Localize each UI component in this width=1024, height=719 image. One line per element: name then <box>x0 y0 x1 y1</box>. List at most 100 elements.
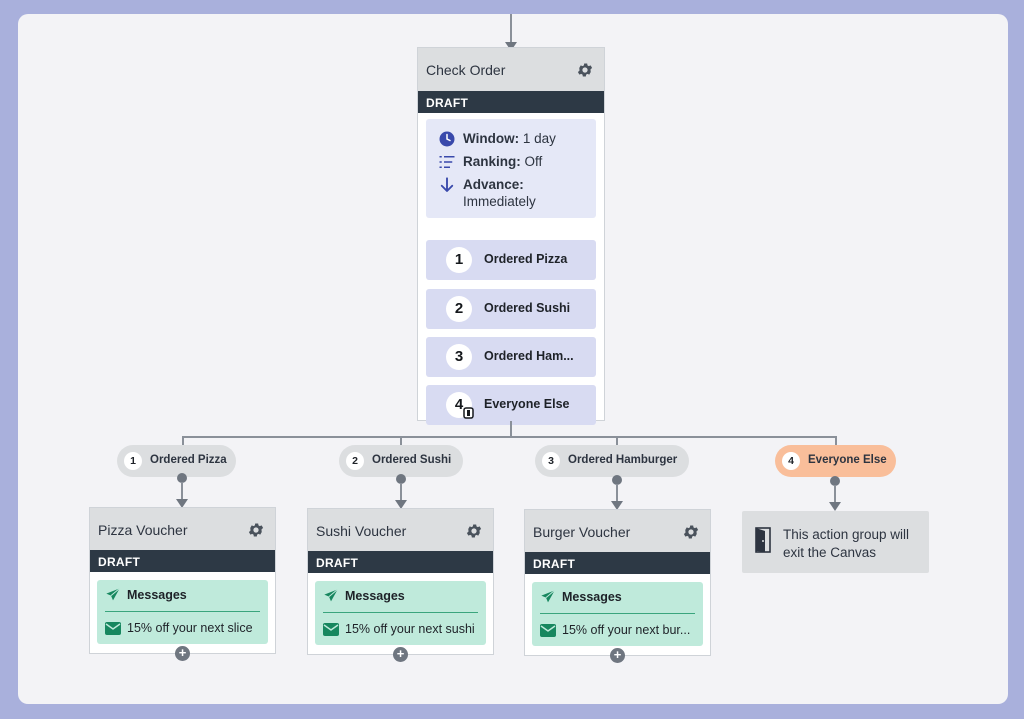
advance-label: Advance: <box>463 177 524 192</box>
ranking-value: Off <box>524 154 543 169</box>
envelope-icon <box>540 624 556 637</box>
step-title: Sushi Voucher <box>316 523 407 539</box>
draft-bar: DRAFT <box>90 550 275 572</box>
pizza-voucher-step[interactable]: Pizza Voucher DRAFT Messages 15% off you… <box>89 507 276 661</box>
branch-bus <box>182 436 836 438</box>
gear-icon[interactable] <box>247 521 265 539</box>
draft-label: DRAFT <box>98 555 141 569</box>
path-number: 1 <box>446 247 472 273</box>
connector-dot <box>830 476 840 486</box>
step-arrowhead <box>611 501 623 510</box>
path-number: 3 <box>446 344 472 370</box>
step-header: Burger Voucher <box>525 510 710 552</box>
draft-label: DRAFT <box>426 96 469 110</box>
step-title: Check Order <box>426 62 506 78</box>
branch-pill[interactable]: 3 Ordered Hamburger <box>535 445 689 477</box>
path-label: Ordered Pizza <box>484 252 568 266</box>
window-label: Window: <box>463 131 520 146</box>
exit-canvas-note: This action group will exit the Canvas <box>742 511 929 573</box>
burger-voucher-step[interactable]: Burger Voucher DRAFT Messages 15% off yo… <box>524 509 711 663</box>
gear-icon[interactable] <box>576 61 594 79</box>
messages-label: Messages <box>127 588 187 602</box>
add-action-button[interactable]: + <box>393 647 408 662</box>
paper-plane-icon <box>106 587 120 601</box>
draft-label: DRAFT <box>316 556 359 570</box>
step-header: Sushi Voucher <box>308 509 493 551</box>
step-connector <box>181 482 183 499</box>
path-item[interactable]: 1 Ordered Pizza <box>426 240 596 280</box>
branch-drop <box>616 436 618 447</box>
message-text: 15% off your next slice <box>127 621 253 635</box>
step-header: Check Order <box>418 48 604 91</box>
gear-icon[interactable] <box>465 522 483 540</box>
path-item[interactable]: 4 Everyone Else <box>426 385 596 425</box>
path-number: 2 <box>446 296 472 322</box>
connector-dot <box>177 473 187 483</box>
messages-label: Messages <box>345 589 405 603</box>
step-connector <box>834 485 836 502</box>
message-text: 15% off your next bur... <box>562 623 691 637</box>
envelope-icon <box>105 622 121 635</box>
main-connector <box>510 421 512 437</box>
message-block[interactable]: Messages 15% off your next slice <box>97 580 268 644</box>
step-connector <box>616 484 618 501</box>
branch-drop <box>835 436 837 447</box>
message-divider <box>540 613 695 614</box>
door-icon <box>755 527 771 553</box>
branch-drop <box>400 436 402 447</box>
branch-pill[interactable]: 2 Ordered Sushi <box>339 445 463 477</box>
branch-pill[interactable]: 4 Everyone Else <box>775 445 896 477</box>
path-item[interactable]: 3 Ordered Ham... <box>426 337 596 377</box>
check-order-step[interactable]: Check Order DRAFT Window: 1 day Ranking:… <box>417 47 605 425</box>
paper-plane-icon <box>541 589 555 603</box>
branch-number: 3 <box>542 452 560 470</box>
step-header: Pizza Voucher <box>90 508 275 550</box>
incoming-arrowhead <box>505 42 517 51</box>
branch-label: Ordered Sushi <box>372 454 452 466</box>
branch-number: 2 <box>346 452 364 470</box>
incoming-connector <box>510 14 512 42</box>
connector-dot <box>612 475 622 485</box>
arrow-down-icon <box>440 177 454 192</box>
exit-canvas-text: This action group will exit the Canvas <box>783 527 910 560</box>
branch-label: Ordered Pizza <box>150 454 227 466</box>
branch-label: Everyone Else <box>808 454 887 466</box>
step-title: Pizza Voucher <box>98 522 188 538</box>
message-divider <box>105 611 260 612</box>
clock-icon <box>439 131 455 147</box>
branch-number: 4 <box>782 452 800 470</box>
add-action-button[interactable]: + <box>610 648 625 663</box>
messages-label: Messages <box>562 590 622 604</box>
ranking-list-icon <box>439 156 455 168</box>
draft-bar: DRAFT <box>418 91 604 113</box>
branch-number: 1 <box>124 452 142 470</box>
step-arrowhead <box>395 500 407 509</box>
advance-value: Immediately <box>463 194 536 209</box>
step-settings-panel: Window: 1 day Ranking: Off Advance: Imme… <box>426 119 596 218</box>
sushi-voucher-step[interactable]: Sushi Voucher DRAFT Messages 15% off you… <box>307 508 494 662</box>
draft-bar: DRAFT <box>308 551 493 573</box>
path-item[interactable]: 2 Ordered Sushi <box>426 289 596 329</box>
ranking-row: Ranking: Off <box>438 153 598 173</box>
connector-dot <box>396 474 406 484</box>
branch-label: Ordered Hamburger <box>568 454 678 466</box>
message-block[interactable]: Messages 15% off your next sushi <box>315 581 486 645</box>
path-label: Ordered Sushi <box>484 301 571 315</box>
branch-pill[interactable]: 1 Ordered Pizza <box>117 445 236 477</box>
step-arrowhead <box>176 499 188 508</box>
draft-label: DRAFT <box>533 557 576 571</box>
draft-bar: DRAFT <box>525 552 710 574</box>
window-row: Window: 1 day <box>438 130 598 150</box>
message-block[interactable]: Messages 15% off your next bur... <box>532 582 703 646</box>
path-label: Everyone Else <box>484 397 570 411</box>
message-text: 15% off your next sushi <box>345 622 475 636</box>
add-action-button[interactable]: + <box>175 646 190 661</box>
step-connector <box>400 483 402 500</box>
gear-icon[interactable] <box>682 523 700 541</box>
path-label: Ordered Ham... <box>484 349 574 363</box>
branch-drop <box>182 436 184 447</box>
advance-row: Advance: Immediately <box>438 176 598 216</box>
step-title: Burger Voucher <box>533 524 631 540</box>
message-divider <box>323 612 478 613</box>
window-value: 1 day <box>522 131 556 146</box>
